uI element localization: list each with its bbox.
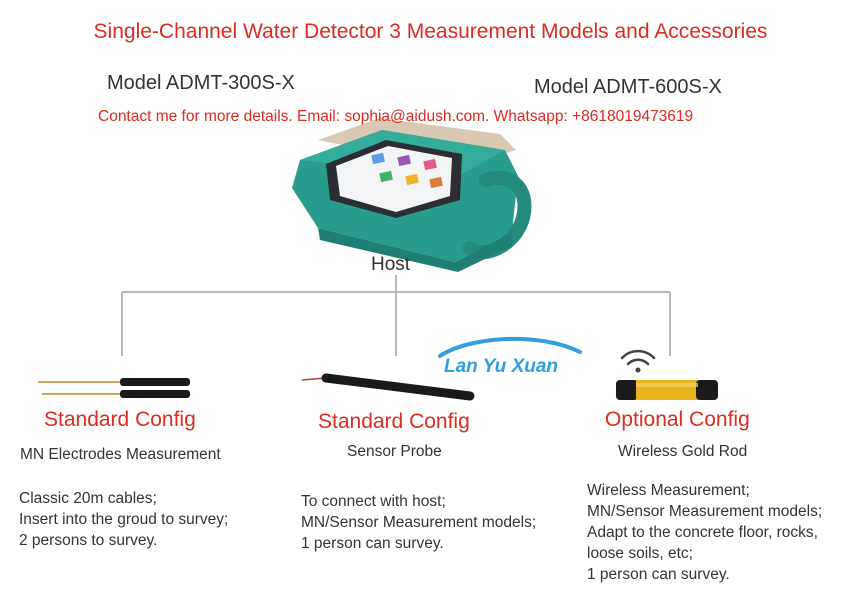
page-title: Single-Channel Water Detector 3 Measurem… [93,20,768,43]
config-2-line: 1 person can survey. [301,535,444,552]
host-label: Host [371,254,411,275]
config-3-line: 1 person can survey. [587,566,730,583]
config-3-line: Wireless Measurement; [587,482,750,499]
wireless-signal-icon [620,349,656,373]
sensor-probe-illustration [301,373,475,401]
config-1-description: Classic 20m cables; Insert into the grou… [19,488,228,551]
config-1-line: 2 persons to survey. [19,532,158,549]
config-2-title: Standard Config [318,410,470,433]
model-left-label: Model ADMT-300S-X [107,72,295,94]
mn-electrodes-illustration [38,378,190,398]
watermark-logo: Lan Yu Xuan [438,336,582,377]
watermark-text: Lan Yu Xuan [444,356,558,377]
config-2-line: To connect with host; [301,493,446,510]
host-device-illustration [292,118,532,272]
config-2-description: To connect with host; MN/Sensor Measurem… [301,491,536,554]
wireless-gold-rod-illustration [616,349,718,400]
config-3-line: Adapt to the concrete floor, rocks, [587,524,818,541]
config-2-subtitle: Sensor Probe [347,443,442,460]
config-3-line: MN/Sensor Measurement models; [587,503,823,520]
config-1-subtitle: MN Electrodes Measurement [20,446,221,463]
config-3-title: Optional Config [605,408,750,431]
config-3-description: Wireless Measurement; MN/Sensor Measurem… [587,480,822,585]
model-right-label: Model ADMT-600S-X [534,76,722,98]
config-2-line: MN/Sensor Measurement models; [301,514,537,531]
connector-lines [121,275,671,356]
config-1-title: Standard Config [44,408,196,431]
config-3-line: loose soils, etc; [587,545,693,562]
config-3-subtitle: Wireless Gold Rod [618,443,748,460]
config-1-line: Classic 20m cables; [19,490,157,507]
config-1-line: Insert into the groud to survey; [19,511,229,528]
contact-line: Contact me for more details. Email: soph… [98,108,694,125]
